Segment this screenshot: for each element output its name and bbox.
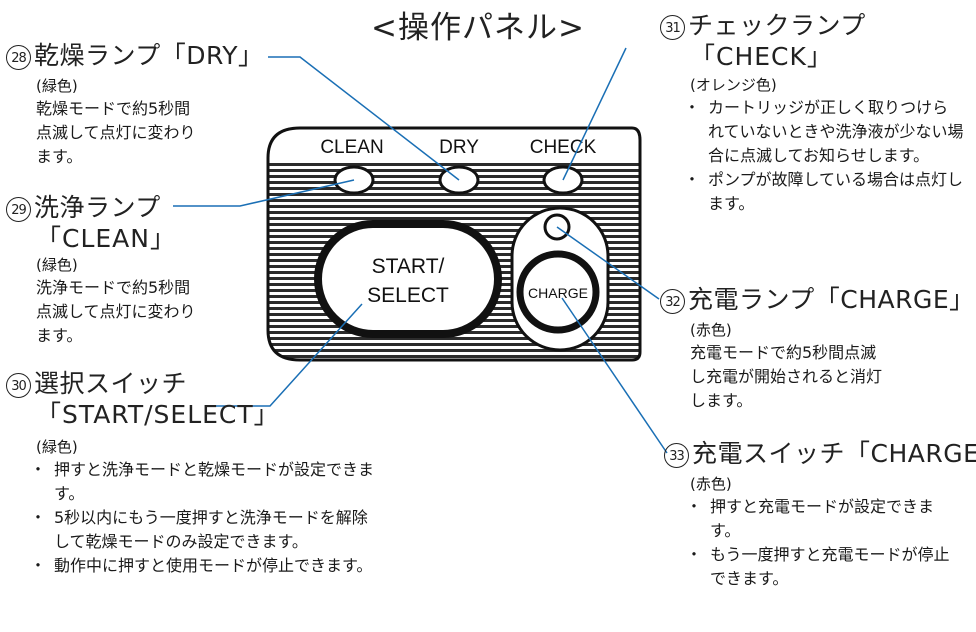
stripe bbox=[268, 217, 640, 220]
stripe bbox=[268, 205, 640, 208]
dry-label: DRY bbox=[439, 137, 479, 158]
callout-31-bullets: カートリッジが正しく取りつけられていないときや洗浄液が少ない場合に点滅してお知ら… bbox=[684, 96, 964, 216]
callout-32-title: 充電ランプ「CHARGE」 bbox=[688, 285, 975, 314]
bullet-item: 押すと充電モードが設定できます。 bbox=[686, 495, 961, 543]
number-32-badge: 32 bbox=[660, 289, 685, 314]
number-29-badge: 29 bbox=[6, 197, 31, 222]
label-band bbox=[268, 128, 640, 161]
charge-button[interactable] bbox=[516, 250, 600, 334]
number-28-badge: 28 bbox=[6, 45, 31, 70]
callout-28-color: (緑色) bbox=[36, 77, 78, 95]
callout-31-title: チェックランプ bbox=[688, 11, 866, 40]
callout-28-title: 乾燥ランプ「DRY」 bbox=[34, 41, 264, 70]
callout-29-color: (緑色) bbox=[36, 256, 78, 274]
callout-29-line: 点滅して点灯に変わり bbox=[36, 302, 196, 321]
callout-30-subtitle: 「START/SELECT」 bbox=[36, 400, 280, 429]
callout-33-color: (赤色) bbox=[690, 475, 732, 493]
callout-30-color: (緑色) bbox=[36, 438, 78, 456]
stripe bbox=[268, 349, 640, 352]
callout-29-line: 洗浄モードで約5秒間 bbox=[36, 278, 191, 297]
stripe bbox=[268, 211, 640, 214]
charge-button-label: CHARGE bbox=[528, 285, 588, 301]
number-31-badge: 31 bbox=[660, 15, 685, 40]
panel-outline bbox=[266, 126, 642, 362]
callout-28-line: ます。 bbox=[36, 147, 83, 166]
stripe bbox=[268, 199, 640, 202]
callout-30-title: 選択スイッチ bbox=[34, 369, 188, 398]
callout-33-bullets: 押すと充電モードが設定できます。 もう一度押すと充電モードが停止できます。 bbox=[686, 495, 961, 591]
check-label: CHECK bbox=[530, 137, 597, 158]
start-label-line1: START/ bbox=[372, 255, 445, 278]
bullet-item: カートリッジが正しく取りつけられていないときや洗浄液が少ない場合に点滅してお知ら… bbox=[684, 96, 964, 168]
callout-32-line: します。 bbox=[690, 391, 753, 410]
bullet-item: 5秒以内にもう一度押すと洗浄モードを解除して乾燥モードのみ設定できます。 bbox=[30, 506, 380, 554]
callout-31-color: (オレンジ色) bbox=[690, 76, 777, 94]
bullet-item: 押すと洗浄モードと乾燥モードが設定できます。 bbox=[30, 458, 380, 506]
number-33-badge: 33 bbox=[664, 443, 689, 468]
callout-33-title: 充電スイッチ「CHARGE」 bbox=[692, 439, 976, 468]
stripe bbox=[268, 193, 640, 196]
callout-32-line: し充電が開始されると消灯 bbox=[690, 367, 883, 386]
bullet-item: 動作中に押すと使用モードが停止できます。 bbox=[30, 554, 380, 578]
leader-32 bbox=[556, 226, 660, 300]
callout-31-subtitle: 「CHECK」 bbox=[690, 42, 833, 71]
callout-28-line: 乾燥モードで約5秒間 bbox=[36, 99, 191, 118]
callout-29-title: 洗浄ランプ bbox=[34, 193, 161, 222]
leader-31 bbox=[562, 47, 627, 181]
stripe bbox=[268, 355, 640, 358]
callout-29-subtitle: 「CLEAN」 bbox=[36, 224, 176, 253]
start-label-line2: SELECT bbox=[367, 284, 449, 307]
bullet-item: ポンプが故障している場合は点灯します。 bbox=[684, 168, 964, 216]
stripe bbox=[268, 343, 640, 346]
leader-lines bbox=[173, 47, 668, 454]
stripe bbox=[268, 337, 640, 340]
callout-28-line: 点滅して点灯に変わり bbox=[36, 123, 196, 142]
callout-29-line: ます。 bbox=[36, 326, 83, 345]
leader-29 bbox=[173, 179, 355, 207]
leader-33 bbox=[561, 297, 668, 454]
callout-32-color: (赤色) bbox=[690, 321, 732, 339]
leader-30 bbox=[215, 303, 363, 407]
start-select-button[interactable] bbox=[314, 220, 502, 338]
clean-label: CLEAN bbox=[320, 137, 383, 158]
stripe bbox=[268, 163, 640, 166]
leader-28 bbox=[268, 56, 460, 181]
callout-30-bullets: 押すと洗浄モードと乾燥モードが設定できます。 5秒以内にもう一度押すと洗浄モード… bbox=[30, 458, 380, 578]
bullet-item: もう一度押すと充電モードが停止できます。 bbox=[686, 543, 961, 591]
callout-32-line: 充電モードで約5秒間点滅 bbox=[690, 343, 877, 362]
number-30-badge: 30 bbox=[6, 373, 31, 398]
page-title: <操作パネル> bbox=[371, 10, 585, 46]
